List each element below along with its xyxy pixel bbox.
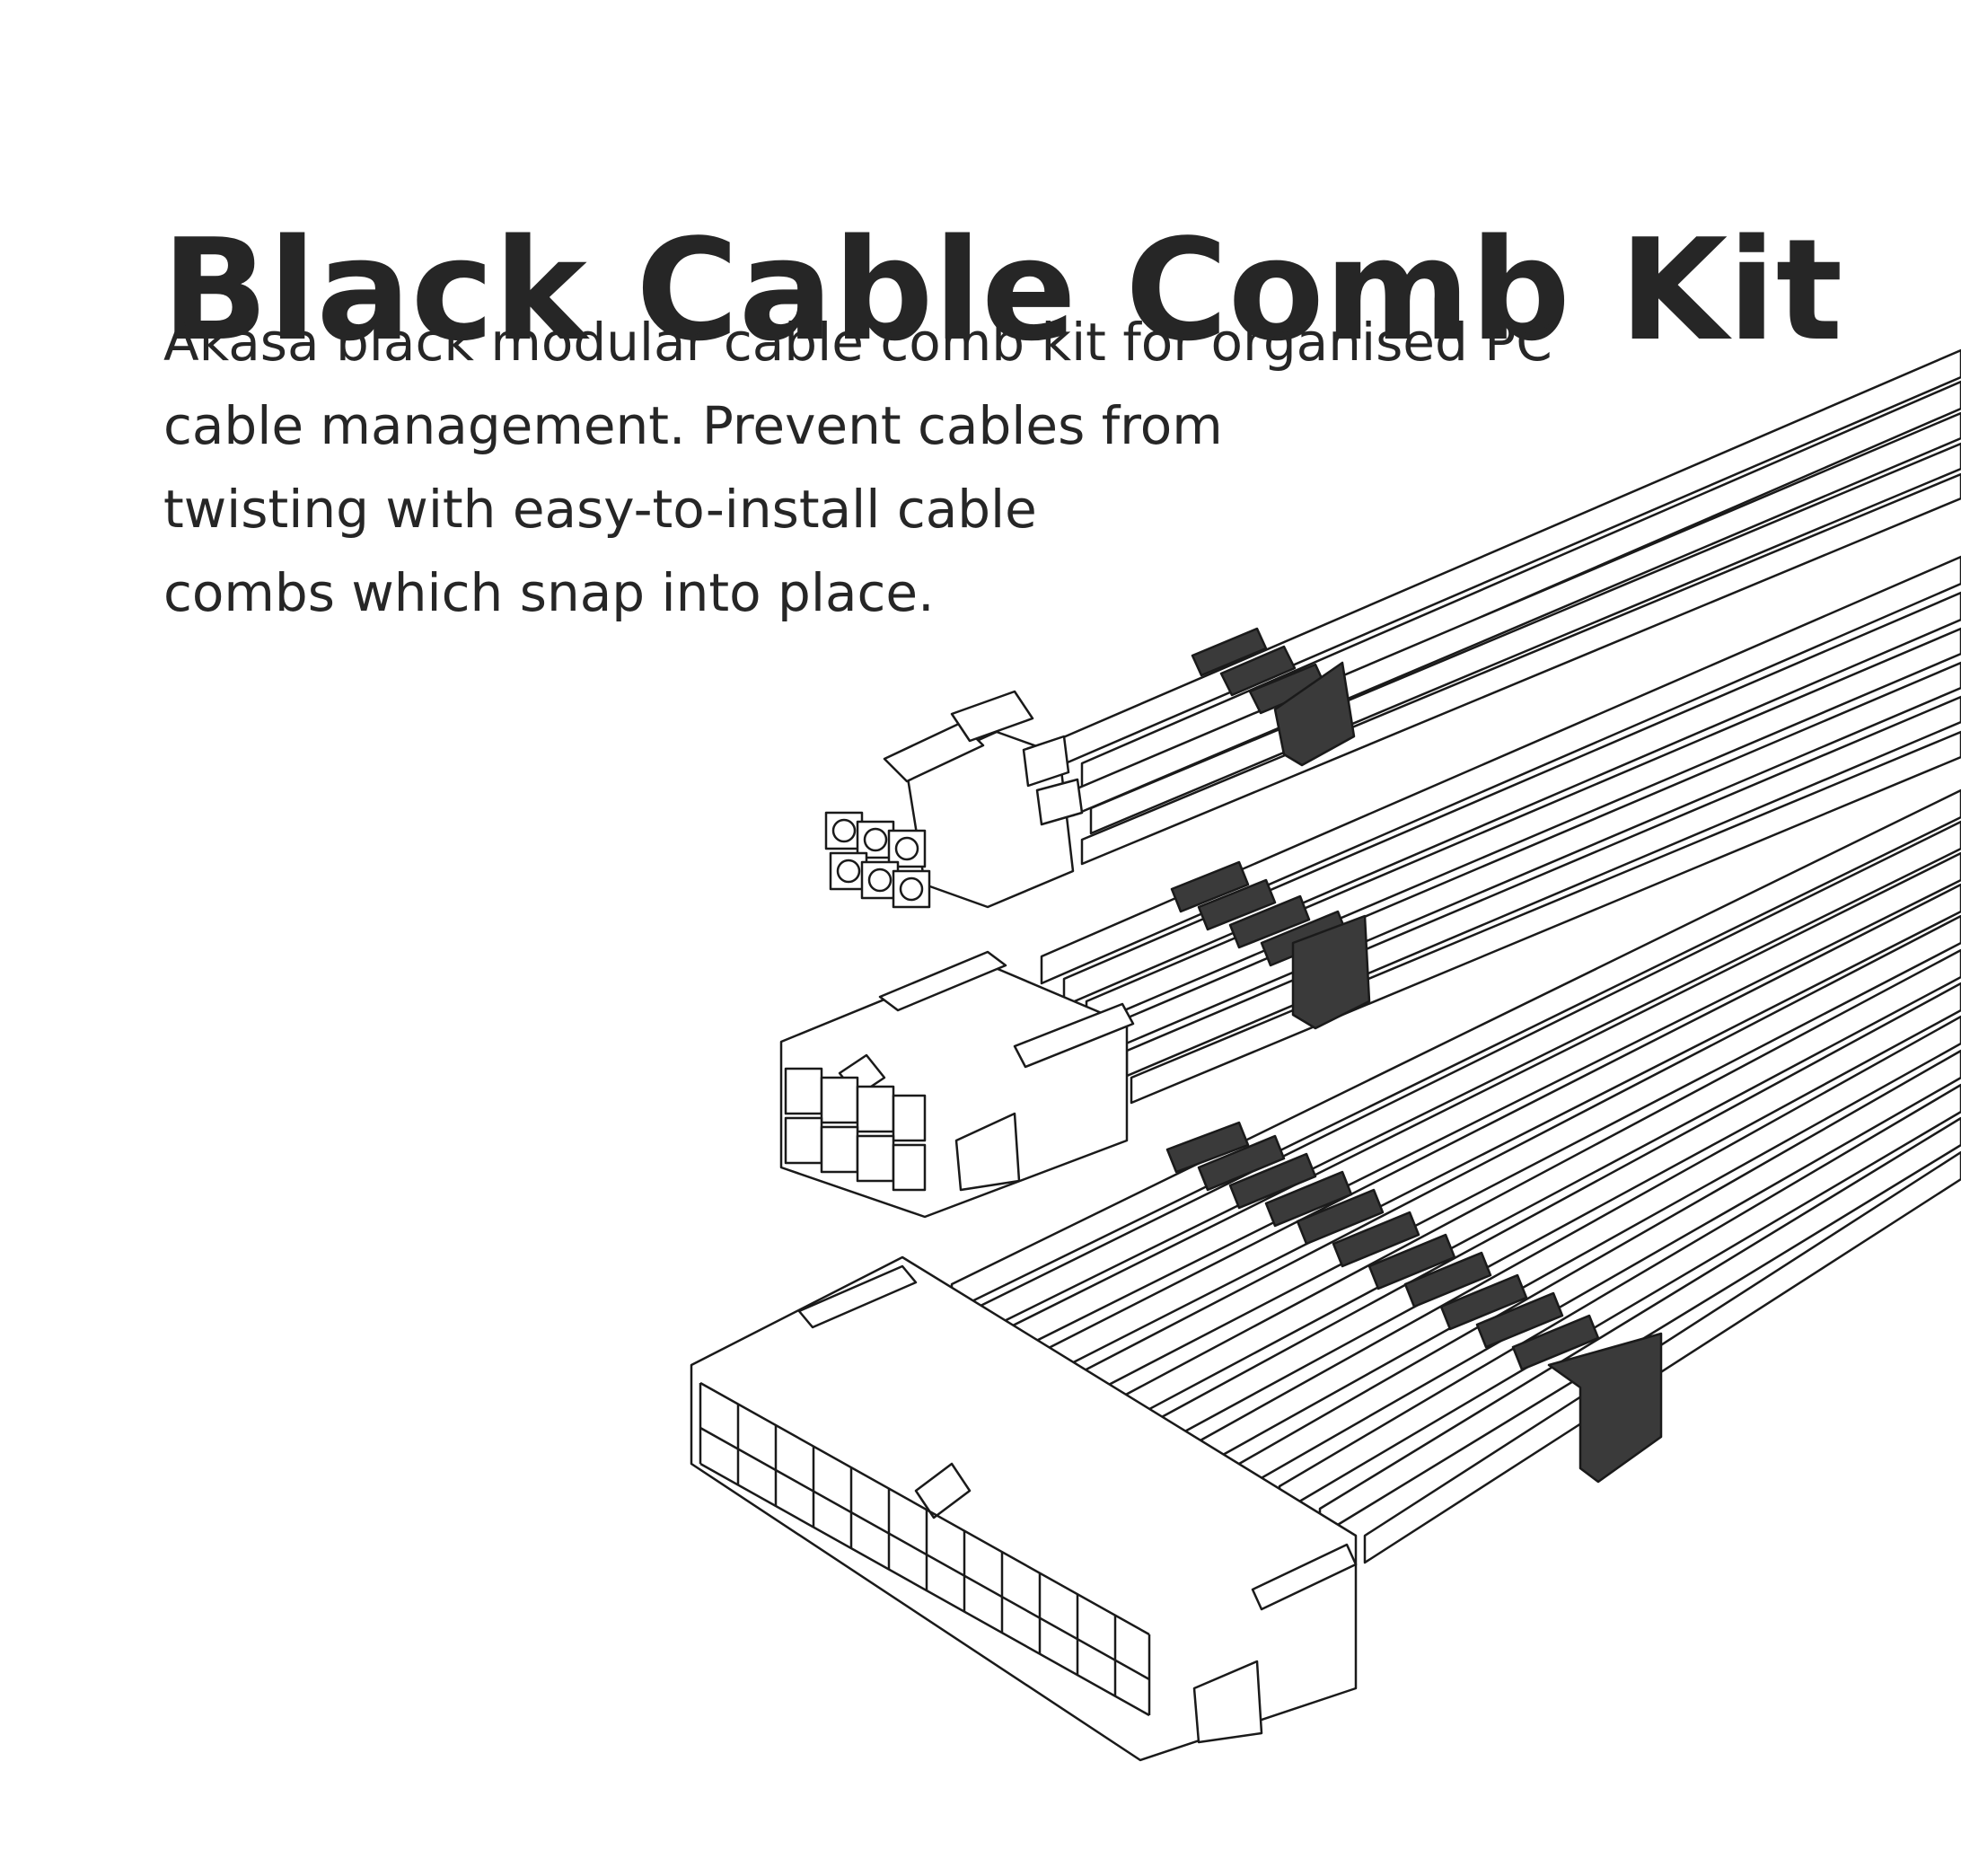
pin-grid [699, 1381, 1151, 1717]
page-title: Black Cable Comb Kit [162, 207, 1843, 372]
twenty-four-pin-connector [690, 1255, 1358, 1762]
product-description: Akasa black modular cable comb kit for o… [163, 301, 1690, 635]
eight-pin-connector [779, 950, 1135, 1219]
description-line-1: Akasa black modular cable comb kit for o… [163, 312, 1552, 373]
twenty-four-pin-cables [950, 788, 1961, 1564]
six-pin-comb-icon [1191, 627, 1356, 767]
description-line-3: twisting with easy-to-install cable [163, 479, 1037, 540]
description-line-4: combs which snap into place. [163, 562, 935, 623]
eight-pin-comb-icon [1170, 860, 1371, 1030]
twenty-four-pin-comb-icon [1165, 1121, 1663, 1484]
description-line-2: cable management. Prevent cables from [163, 395, 1223, 456]
six-pin-connector [824, 690, 1084, 909]
